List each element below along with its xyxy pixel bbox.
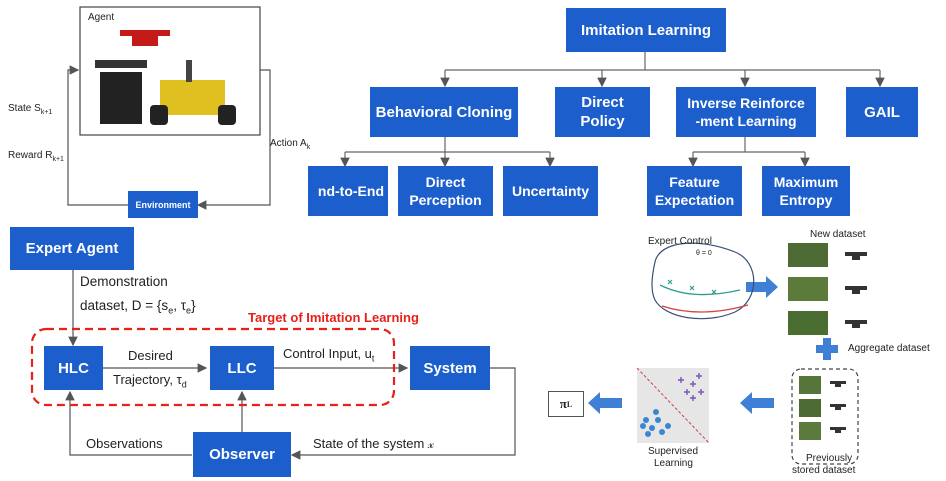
stored-dataset-label: stored dataset xyxy=(792,465,856,476)
llc-box: LLC xyxy=(210,346,274,390)
dataset-label: dataset, D = {se, τe} xyxy=(80,298,196,316)
demonstration-label: Demonstration xyxy=(80,274,168,289)
agent-label: Agent xyxy=(88,12,115,23)
agent-frame xyxy=(79,6,261,136)
maximum-entropy-box: Maximum Entropy xyxy=(762,166,850,216)
state-of-system-label: State of the system 𝓍 xyxy=(313,436,435,451)
observer-box: Observer xyxy=(193,432,291,477)
feature-expectation-box: Feature Expectation xyxy=(647,166,742,216)
direct-policy-box: Direct Policy xyxy=(555,87,650,137)
learning-label: Learning xyxy=(654,458,693,469)
imitation-learning-box: Imitation Learning xyxy=(566,8,726,52)
expert-control-sketch xyxy=(651,242,755,320)
target-region xyxy=(30,327,396,407)
end-to-end-box: nd-to-End xyxy=(308,166,388,216)
action-label: Action Ak xyxy=(270,138,311,151)
expert-agent-box: Expert Agent xyxy=(10,227,134,270)
uncertainty-box: Uncertainty xyxy=(503,166,598,216)
hlc-box: HLC xyxy=(44,346,103,390)
direct-perception-box: Direct Perception xyxy=(398,166,493,216)
irl-box: Inverse Reinforce -ment Learning xyxy=(676,87,816,137)
trajectory-label: Trajectory, τd xyxy=(113,372,187,390)
robots-illustration xyxy=(95,30,236,125)
system-box: System xyxy=(410,346,490,390)
control-input-label: Control Input, ut xyxy=(283,346,375,364)
state-label: State Sk+1 xyxy=(8,103,53,116)
aggregate-dataset-label: Aggregate dataset xyxy=(848,343,930,354)
behavioral-cloning-box: Behavioral Cloning xyxy=(370,87,518,137)
expert-control-label: Expert Control xyxy=(648,236,712,247)
new-dataset-label: New dataset xyxy=(810,229,866,240)
supervised-label: Supervised xyxy=(648,446,699,457)
desired-label: Desired xyxy=(128,348,173,363)
supervised-learning-plot xyxy=(636,367,710,444)
environment-box: Environment xyxy=(128,191,198,218)
gail-box: GAIL xyxy=(846,87,918,137)
theta-label: θ = 0 xyxy=(696,250,712,257)
observations-label: Observations xyxy=(86,436,163,451)
previously-label: Previously xyxy=(806,453,853,464)
reward-label: Reward Rk+1 xyxy=(8,150,64,163)
target-label: Target of Imitation Learning xyxy=(248,310,419,325)
